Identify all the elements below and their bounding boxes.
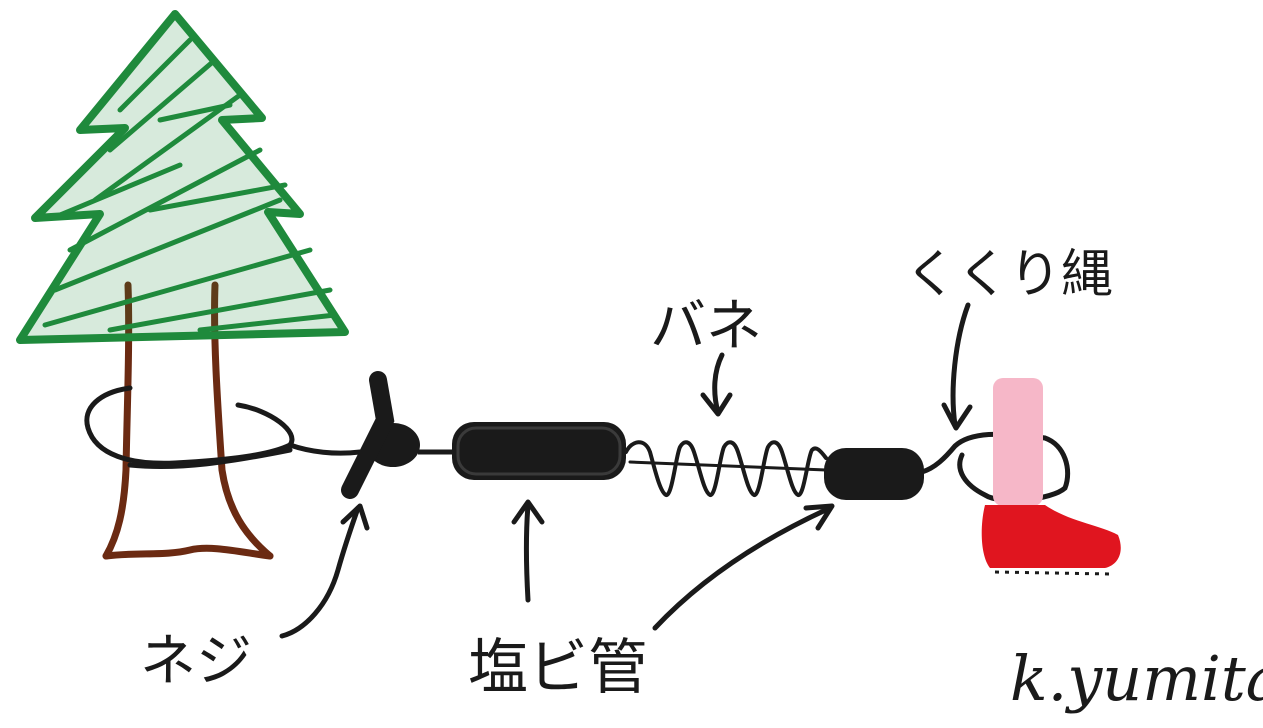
- screw-arrow: [279, 505, 361, 639]
- label-spring: バネ: [650, 294, 762, 359]
- arrows: [279, 302, 973, 639]
- screw-part: [341, 371, 455, 499]
- anchor-rope: [84, 385, 363, 469]
- signature: k.yumita: [1010, 642, 1263, 715]
- pvc-pipe-right: [824, 448, 924, 500]
- pvc-pipe-left: [452, 422, 626, 480]
- label-pvc-pipe: 塩ビ管: [468, 633, 648, 703]
- label-tie-rope: くくり縄: [905, 245, 1113, 305]
- spring-arrow: [712, 352, 725, 415]
- spring: [624, 440, 828, 498]
- snare-rope: [919, 431, 1071, 503]
- pvc-arrow-left: [524, 502, 531, 603]
- tree-foliage: [16, 10, 349, 344]
- pvc-arrow-right: [652, 505, 833, 631]
- leg-and-boot: [981, 378, 1121, 576]
- label-screw: ネジ: [140, 629, 252, 694]
- tree: [16, 10, 349, 560]
- tie-rope-arrow: [950, 302, 971, 428]
